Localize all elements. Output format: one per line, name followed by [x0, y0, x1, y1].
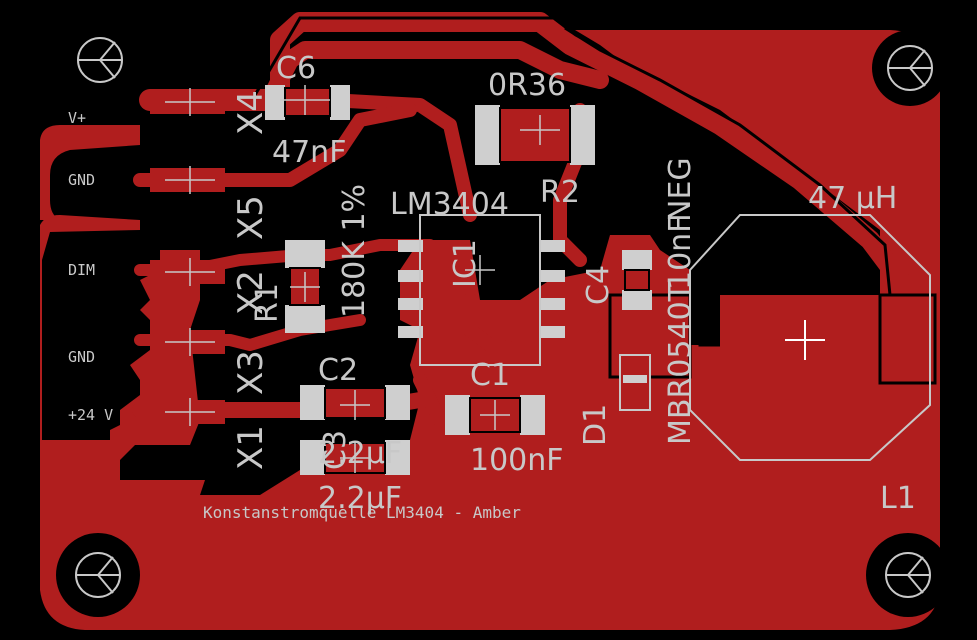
r1-ref: R1 [250, 283, 285, 323]
neg-label: NEG [663, 157, 698, 222]
r2-ref: R2 [540, 175, 580, 210]
c3-ref: C3 [318, 430, 353, 470]
mounting-hole-icon [872, 30, 948, 106]
ref-x4: X4 [231, 90, 271, 135]
ic1-ref: IC1 [448, 239, 483, 288]
c4-ref: C4 [581, 265, 616, 305]
ic1-value: LM3404 [390, 187, 509, 222]
l1-value: 47 µH [808, 181, 897, 216]
smd-parts [265, 85, 652, 475]
mounting-hole-icon [56, 533, 140, 617]
l1-ref: L1 [880, 481, 916, 516]
l1-outline [689, 214, 931, 461]
ref-x3: X3 [231, 350, 271, 395]
connector-label-x2: DIM [68, 261, 95, 279]
mounting-hole-icon [866, 533, 950, 617]
c2-value: 2.2µF [318, 436, 402, 471]
c3-value: 2.2µF [318, 481, 402, 516]
connector-label-x3: GND [68, 348, 95, 366]
connector-pads [150, 88, 225, 426]
connector-label-x5: GND [68, 171, 95, 189]
c6-ref: C6 [276, 51, 316, 86]
ref-x5: X5 [231, 195, 271, 240]
board-title: Konstanstromquelle LM3404 - Amber [203, 503, 521, 522]
ic1-outline [419, 214, 541, 366]
c6-value: 47nF [272, 135, 346, 170]
connector-label-x1: +24 V [68, 406, 113, 424]
mounting-holes [56, 28, 950, 617]
copper-pour-left [40, 125, 140, 220]
ref-x2: X2 [231, 270, 271, 315]
d1-ref: D1 [578, 404, 613, 446]
copper-pour [40, 30, 940, 630]
c1-value: 100nF [470, 443, 564, 478]
r1-value: 180K 1% [337, 184, 372, 318]
c4-value: 10nF [663, 216, 698, 290]
origin-cross-icon [280, 85, 560, 473]
l1-center-cross [785, 320, 825, 360]
c2-ref: C2 [318, 353, 358, 388]
connector-label-x4: V+ [68, 109, 86, 127]
ref-x1: X1 [231, 425, 271, 470]
silkscreen-text: V+ GND DIM GND +24 V X4 X5 X2 X3 X1 C6 4… [68, 51, 916, 522]
mounting-hole-icon [68, 28, 132, 92]
r2-value: 0R36 [488, 68, 566, 103]
l1-pad-right [878, 293, 937, 385]
c1-ref: C1 [470, 358, 510, 393]
d1-value: MBR0540T [663, 282, 698, 445]
